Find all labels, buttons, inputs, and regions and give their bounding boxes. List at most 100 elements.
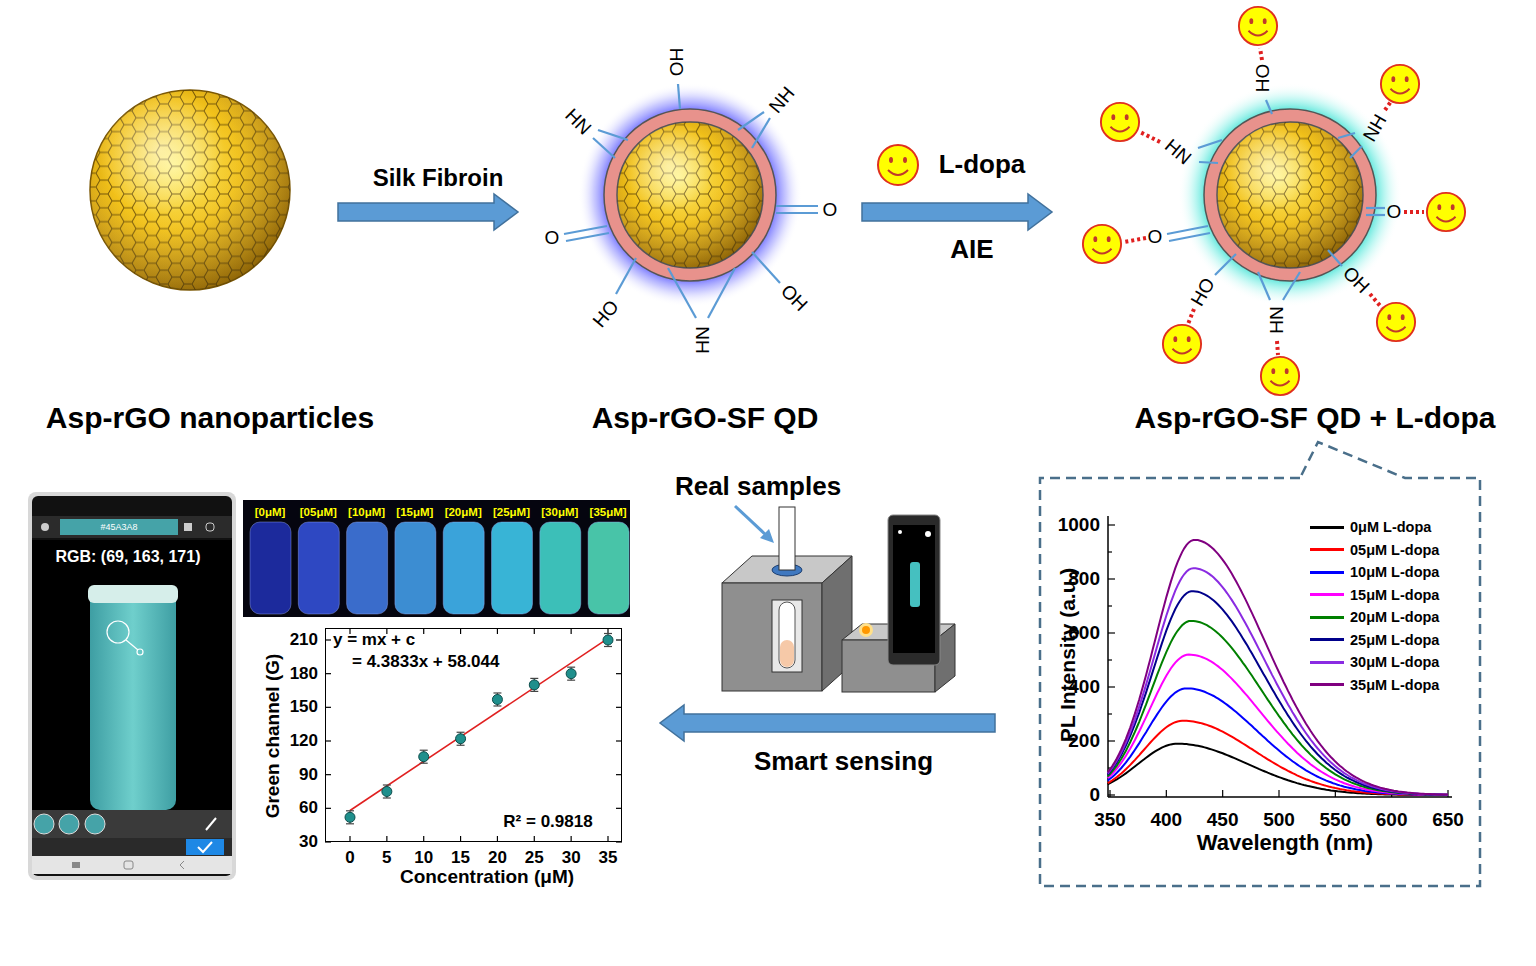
tick-label: 600: [1068, 622, 1100, 644]
spectrometer-device: [898, 530, 902, 534]
tick-label: 20: [488, 848, 507, 868]
axis-title: Green channel (G): [262, 654, 284, 819]
error-bar: [420, 763, 428, 764]
vial-label: [0μM]: [255, 506, 286, 519]
tick-label: 5: [382, 848, 391, 868]
bond-lines: [738, 112, 764, 130]
data-point: [345, 812, 355, 822]
sphere-caption: Asp-rGO-SF QD + L-dopa: [1135, 401, 1496, 436]
smartphone: [60, 519, 178, 535]
arrow-label: Silk Fibroin: [373, 164, 504, 192]
smartphone: [186, 839, 224, 855]
spectrometer-device: [735, 506, 766, 535]
functional-group: HO: [588, 296, 623, 332]
spectrometer-device: [859, 623, 873, 637]
arrow-label: AIE: [950, 235, 993, 265]
tick-mark: [1278, 790, 1279, 797]
bond-lines: [678, 84, 680, 109]
vial-photo: [243, 500, 630, 617]
smartphone: [59, 814, 79, 834]
tick-label: 150: [290, 698, 318, 718]
functional-group: O: [1148, 226, 1163, 248]
smartphone: [34, 814, 54, 834]
smartphone: [206, 818, 216, 830]
quantum-dot-sphere: [617, 122, 763, 268]
smartphone: [206, 523, 214, 531]
hydrogen-bonds: [1124, 238, 1146, 242]
quantum-dot-sphere: [617, 122, 763, 268]
error-bar: [604, 633, 612, 634]
data-point: [492, 694, 502, 704]
spectrometer-device: [722, 506, 955, 692]
error-bar: [567, 680, 575, 681]
vial-label: [35μM]: [590, 506, 627, 519]
error-bar: [567, 667, 575, 668]
spectrum-curve: [1108, 655, 1448, 795]
quantum-dot-complex-sphere: [1204, 109, 1376, 281]
quantum-dot-sphere: [604, 109, 776, 281]
tick-label: 500: [1263, 809, 1295, 831]
tick-label: 35: [599, 848, 618, 868]
tick-label: 450: [1207, 809, 1239, 831]
legend-text: 25μM L-dopa: [1350, 631, 1439, 648]
functional-group: HO: [1186, 274, 1219, 310]
spectrometer-device: [893, 525, 935, 653]
legend-text: 20μM L-dopa: [1350, 609, 1439, 626]
error-bar: [420, 750, 428, 751]
bond-lines: [752, 252, 780, 283]
axis-line: [1107, 516, 1109, 797]
bond-lines: [1167, 226, 1208, 234]
legend-swatch: [1310, 616, 1344, 619]
smartphone: [180, 861, 184, 869]
vial-photo: [243, 500, 630, 617]
tick-mark: [1108, 713, 1112, 714]
spectrometer-device: [888, 515, 940, 665]
smartphone: [28, 492, 236, 880]
smartphone: [126, 640, 138, 650]
spectrum-curve: [1108, 568, 1448, 795]
smiley-ldopa: [878, 145, 918, 185]
bond-lines: [1258, 272, 1270, 300]
tick-label: 30: [299, 832, 318, 852]
bond-lines: [1215, 254, 1236, 275]
nanoparticle-node: Asp-rGO nanoparticles: [90, 90, 290, 290]
block-arrow: [660, 705, 995, 741]
tick-label: 400: [1068, 676, 1100, 698]
smartphone: [198, 842, 212, 852]
vial: [540, 522, 581, 614]
quantum-dot-sphere: [578, 83, 802, 307]
error-bar: [493, 705, 501, 706]
bond-lines: [1328, 250, 1342, 266]
bond-lines: [1198, 140, 1222, 148]
vial-label: [25μM]: [493, 506, 530, 519]
tick-label: 15: [451, 848, 470, 868]
bond-lines: [1266, 100, 1272, 114]
tick-label: 210: [290, 630, 318, 650]
error-bar: [346, 810, 354, 811]
fit-equation: y = mx + c: [333, 630, 415, 650]
hydrogen-bonds: [1404, 210, 1424, 214]
spectrum-curve: [1108, 621, 1448, 795]
pl-spectrum-art: [1108, 516, 1452, 797]
spectrometer-device: [772, 600, 802, 672]
bond-lines: [593, 138, 615, 158]
block-arrow: [862, 194, 1052, 230]
vial-label: [15μM]: [396, 506, 433, 519]
quantum-dot-complex-sphere: [1217, 122, 1363, 268]
hydrogen-bonds: [1260, 48, 1262, 60]
vial: [443, 522, 484, 614]
smiley-ldopa: [1261, 357, 1299, 395]
smartphone: [137, 649, 143, 655]
legend-swatch: [1310, 638, 1344, 641]
tick-label: 650: [1432, 809, 1464, 831]
smiley-ldopa: [1381, 65, 1419, 103]
smiley-ldopa: [1083, 7, 1465, 395]
bond-lines: [564, 226, 607, 234]
functional-group: OH: [776, 280, 812, 316]
vial: [298, 522, 339, 614]
hydrogen-bonds: [1140, 132, 1160, 142]
functional-group: O: [545, 227, 560, 249]
legend-swatch: [1310, 661, 1344, 664]
legend-text: 15μM L-dopa: [1350, 586, 1439, 603]
